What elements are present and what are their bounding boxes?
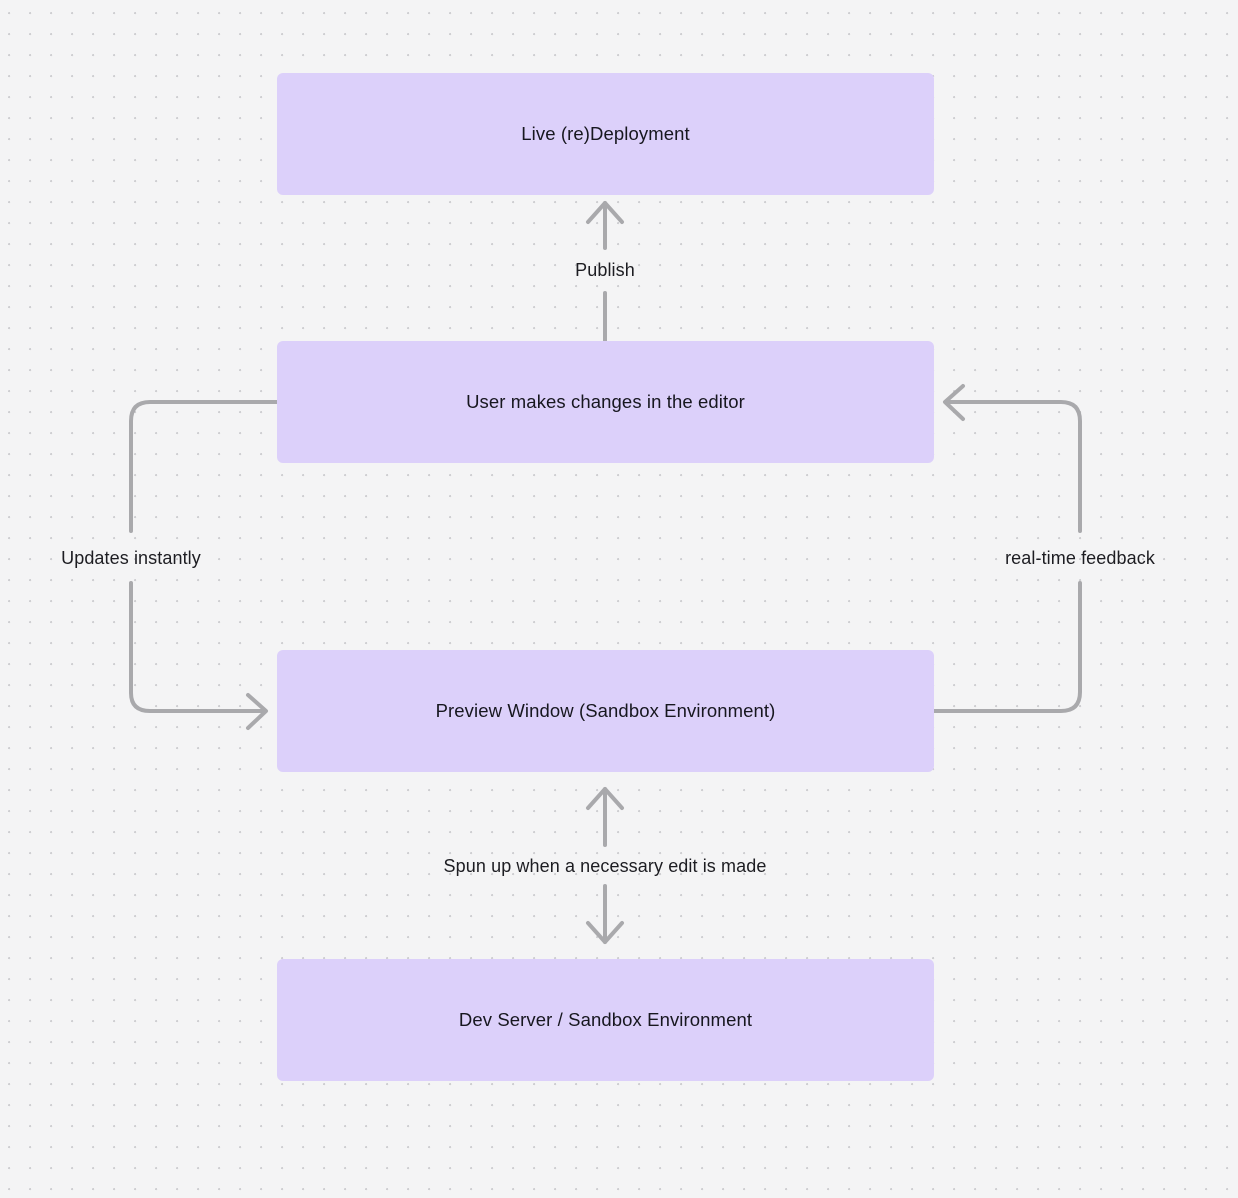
edge-label-updates-instantly: Updates instantly xyxy=(61,548,201,568)
node-live-deployment[interactable]: Live (re)Deployment xyxy=(277,73,934,195)
edge-label-spun-up: Spun up when a necessary edit is made xyxy=(443,856,767,876)
spun-up-arrowhead-up xyxy=(586,787,624,810)
node-preview-window[interactable]: Preview Window (Sandbox Environment) xyxy=(277,650,934,772)
updates-instantly-arrowhead-right xyxy=(246,693,268,730)
node-dev-server-label: Dev Server / Sandbox Environment xyxy=(458,1009,753,1031)
publish-arrowhead-up xyxy=(586,201,624,224)
spun-up-arrowhead-down xyxy=(586,921,624,944)
node-user-edits[interactable]: User makes changes in the editor xyxy=(277,341,934,463)
node-user-edits-label: User makes changes in the editor xyxy=(466,391,745,413)
updates-instantly-line-upper xyxy=(129,400,279,533)
edge-label-real-time-feedback: real-time feedback xyxy=(1005,548,1155,568)
real-time-feedback-arrowhead-left xyxy=(943,384,965,421)
updates-instantly-line-lower xyxy=(129,581,267,713)
node-preview-window-label: Preview Window (Sandbox Environment) xyxy=(435,700,776,722)
real-time-feedback-line-upper xyxy=(944,400,1082,533)
real-time-feedback-line-lower xyxy=(932,581,1082,713)
edge-label-publish: Publish xyxy=(575,260,635,280)
node-live-deployment-label: Live (re)Deployment xyxy=(521,123,690,145)
node-dev-server[interactable]: Dev Server / Sandbox Environment xyxy=(277,959,934,1081)
